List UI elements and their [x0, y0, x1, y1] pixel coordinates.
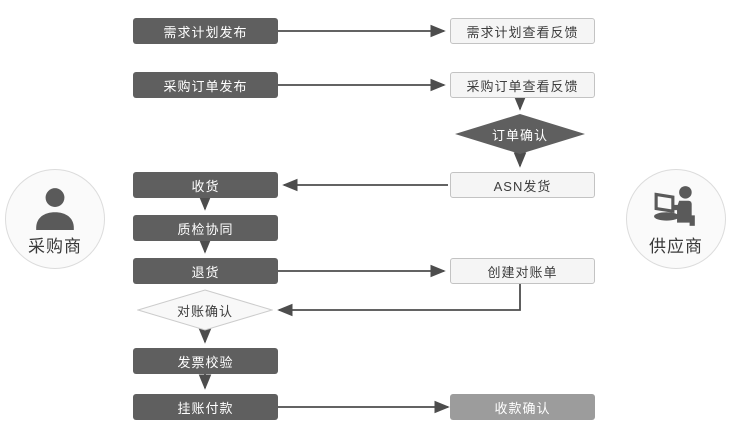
- node-demand-plan-publish: 需求计划发布: [133, 18, 278, 44]
- node-label: 订单确认: [491, 127, 548, 143]
- node-label: 需求计划发布: [163, 24, 248, 40]
- node-asn-ship: ASN发货: [450, 172, 595, 198]
- node-label: 采购订单查看反馈: [466, 78, 579, 94]
- diamond-shape: [137, 289, 273, 331]
- person-laptop-icon: [654, 185, 695, 226]
- actor-purchaser: 采购商: [5, 169, 105, 269]
- node-payment: 挂账付款: [133, 394, 278, 420]
- connector-statement-to-reconcile: [277, 284, 521, 317]
- node-po-feedback: 采购订单查看反馈: [450, 72, 595, 98]
- node-po-publish: 采购订单发布: [133, 72, 278, 98]
- node-label: 质检协同: [177, 221, 234, 237]
- node-quality-collab: 质检协同: [133, 215, 278, 241]
- actor-purchaser-label: 采购商: [28, 236, 82, 256]
- node-label: 发票校验: [177, 354, 234, 370]
- node-reconcile-confirm: 对账确认: [137, 289, 273, 331]
- node-label: 对账确认: [176, 303, 233, 319]
- node-label: 需求计划查看反馈: [466, 24, 579, 40]
- node-label: ASN发货: [493, 178, 552, 194]
- node-label: 挂账付款: [177, 400, 234, 416]
- node-label: 收款确认: [494, 400, 551, 416]
- node-receipt-confirm: 收款确认: [450, 394, 595, 420]
- actor-supplier-label: 供应商: [649, 236, 703, 256]
- node-invoice-check: 发票校验: [133, 348, 278, 374]
- node-label: 采购订单发布: [163, 78, 248, 94]
- node-demand-plan-feedback: 需求计划查看反馈: [450, 18, 595, 44]
- node-return-goods: 退货: [133, 258, 278, 284]
- person-icon: [36, 187, 74, 230]
- actor-supplier: 供应商: [626, 169, 726, 269]
- node-label: 收货: [191, 178, 220, 194]
- node-create-statement: 创建对账单: [450, 258, 595, 284]
- node-receive: 收货: [133, 172, 278, 198]
- node-label: 退货: [191, 264, 220, 280]
- diamond-shape: [455, 114, 585, 154]
- node-label: 创建对账单: [487, 264, 558, 280]
- node-order-confirm: 订单确认: [455, 114, 585, 154]
